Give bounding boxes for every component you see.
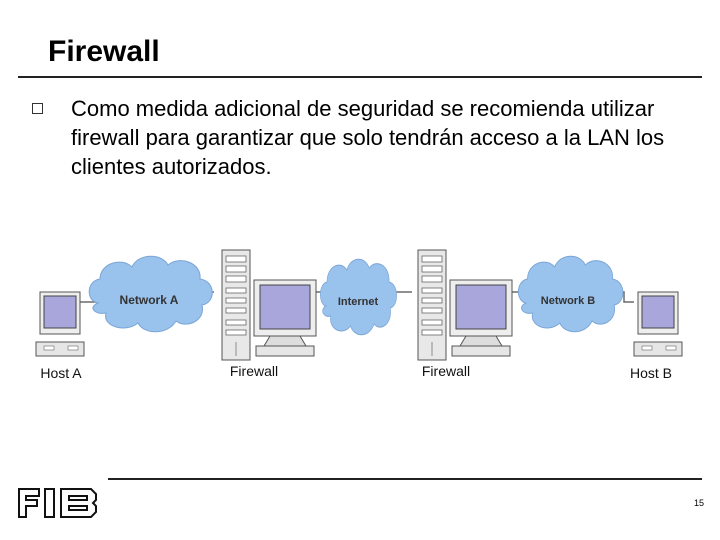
label-internet: Internet <box>338 296 379 308</box>
host-a-computer-icon <box>35 291 85 357</box>
label-network-a: Network A <box>120 293 179 307</box>
firewall-1-monitor-icon <box>253 279 317 357</box>
host-b-computer-icon <box>633 291 683 357</box>
label-network-b: Network B <box>541 295 595 307</box>
firewall-1-server-icon <box>221 249 251 361</box>
cloud-network-b-icon <box>517 255 624 333</box>
bullet-text: Como medida adicional de seguridad se re… <box>71 96 665 179</box>
slide-title: Firewall <box>48 35 160 68</box>
firewall-2-server-icon <box>417 249 447 361</box>
label-firewall-2: Firewall <box>422 363 470 379</box>
firewall-2-monitor-icon <box>449 279 513 357</box>
footer-divider <box>108 478 702 480</box>
title-divider <box>18 76 702 78</box>
label-firewall-1: Firewall <box>230 363 278 379</box>
fib-logo <box>18 488 97 518</box>
bullet-square-icon <box>32 103 43 114</box>
label-host-a: Host A <box>40 365 82 381</box>
label-host-b: Host B <box>630 365 672 381</box>
network-diagram: Network A Internet Network B Host A Fire… <box>35 249 683 381</box>
page-number: 15 <box>693 498 704 508</box>
